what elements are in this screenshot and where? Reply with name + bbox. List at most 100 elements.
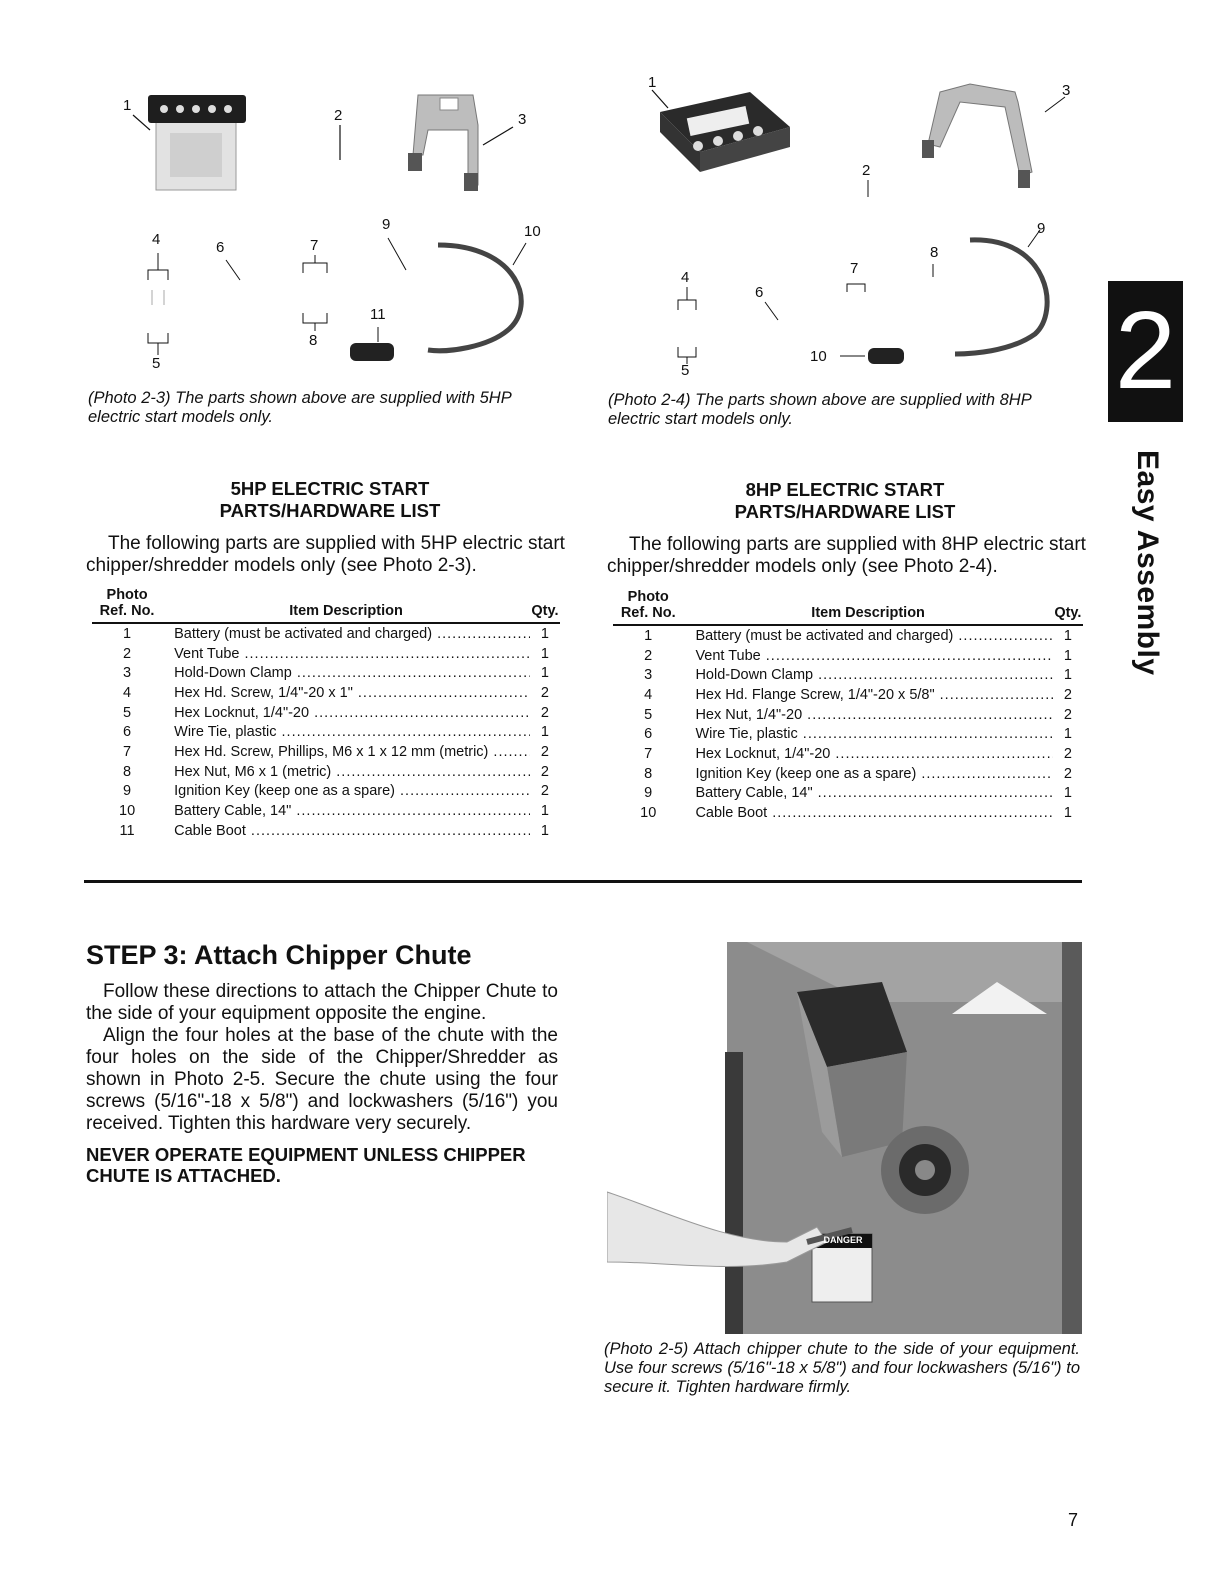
item-qty: 1 — [1063, 627, 1072, 644]
callout-8: 8 — [309, 332, 318, 349]
ref-number: 6 — [644, 726, 653, 743]
item-description: Battery Cable, 14" .....................… — [683, 784, 1052, 804]
callout-6: 6 — [216, 239, 225, 256]
callout-5: 5 — [681, 362, 690, 379]
heading-line-2: PARTS/HARDWARE LIST — [734, 501, 956, 522]
item-description: Hex Hd. Flange Screw, 1/4"-20 x 5/8" ...… — [683, 685, 1052, 705]
callout-3: 3 — [518, 111, 527, 128]
ref-number: 2 — [644, 647, 653, 664]
item-qty: 2 — [540, 743, 549, 760]
callout-2: 2 — [862, 162, 871, 179]
page-number: 7 — [1068, 1510, 1079, 1530]
ref-number: 2 — [123, 645, 132, 662]
callout-4: 4 — [681, 269, 690, 286]
parts-illustration-5hp — [132, 94, 527, 361]
leader-dots: ........................................… — [437, 625, 530, 642]
hold-down-clamp-image — [922, 83, 1033, 188]
col-qty-header: Qty. — [529, 603, 560, 624]
item-qty: 1 — [540, 724, 549, 741]
item-qty: 1 — [1063, 647, 1072, 664]
item-qty: 1 — [1063, 805, 1072, 822]
ref-number: 11 — [119, 822, 135, 839]
item-description-text: Hold-Down Clamp — [695, 667, 814, 684]
ref-number: 3 — [644, 667, 653, 684]
ref-number: 5 — [644, 706, 653, 723]
leader-dots: ........................................… — [239, 645, 530, 662]
item-qty: 2 — [540, 684, 549, 701]
item-description-text: Hex Locknut, 1/4"-20 — [695, 745, 831, 762]
step-3-para-2: Align the four holes at the base of the … — [86, 1025, 558, 1134]
item-description: Cable Boot .............................… — [162, 821, 530, 841]
chapter-tab: 2 — [1108, 281, 1183, 422]
item-description: Hex Locknut, 1/4"-20 ...................… — [162, 703, 530, 723]
leader-dots: ........................................… — [314, 704, 530, 721]
callout-6: 6 — [755, 284, 764, 301]
section-divider — [84, 880, 1082, 883]
item-description: Cable Boot .............................… — [683, 803, 1052, 823]
item-description: Hex Nut, 1/4"-20 .......................… — [683, 705, 1052, 725]
item-description-text: Battery (must be activated and charged) — [695, 627, 954, 644]
chapter-number: 2 — [1114, 289, 1177, 412]
parts-illustration-8hp — [651, 83, 1066, 364]
ref-number: 4 — [644, 686, 653, 703]
callout-1: 1 — [648, 74, 657, 91]
ref-number: 1 — [644, 627, 653, 644]
col-qty-header: Qty. — [1052, 605, 1083, 626]
item-description: Hex Hd. Screw, Phillips, M6 x 1 x 12 mm … — [162, 742, 530, 762]
item-description: Hex Hd. Screw, 1/4"-20 x 1" ............… — [162, 683, 530, 703]
ref-number: 8 — [644, 765, 653, 782]
ref-number: 10 — [640, 805, 657, 822]
ref-number: 8 — [123, 763, 132, 780]
item-qty: 2 — [540, 763, 549, 780]
item-qty: 2 — [1063, 706, 1072, 723]
item-description: Vent Tube ..............................… — [162, 644, 530, 664]
item-description-text: Hex Nut, 1/4"-20 — [695, 706, 803, 723]
callout-3: 3 — [1062, 82, 1071, 99]
leader-dots: ........................................… — [357, 684, 530, 701]
heading-line-1: 8HP ELECTRIC START — [745, 479, 945, 500]
heading-line-2: PARTS/HARDWARE LIST — [219, 500, 441, 521]
step-3-warning: NEVER OPERATE EQUIPMENT UNLESS CHIPPER C… — [86, 1144, 526, 1186]
leader-dots: ........................................… — [281, 724, 530, 741]
step-3-para-1: Follow these directions to attach the Ch… — [86, 981, 558, 1024]
item-description: Ignition Key (keep one as a spare) .....… — [162, 782, 530, 802]
ref-number: 10 — [119, 803, 136, 820]
item-qty: 1 — [540, 822, 549, 839]
item-qty: 2 — [1063, 686, 1072, 703]
callout-10: 10 — [810, 348, 827, 365]
leader-dots: ........................................… — [921, 765, 1053, 782]
step-3-title: STEP 3: Attach Chipper Chute — [86, 940, 472, 970]
ref-number: 7 — [644, 745, 653, 762]
list-5hp-intro: The following parts are supplied with 5H… — [86, 533, 565, 576]
leader-dots: ........................................… — [802, 726, 1053, 743]
callout-1: 1 — [123, 97, 132, 114]
photo-2-4-parts: 1 2 3 4 5 6 7 8 9 10 — [640, 72, 1080, 382]
ref-number: 3 — [123, 665, 132, 682]
item-description: Battery (must be activated and charged) … — [683, 625, 1052, 646]
leader-dots: ........................................… — [817, 785, 1053, 802]
leader-dots: ........................................… — [245, 822, 530, 839]
leader-dots: ........................................… — [835, 745, 1052, 762]
item-description-text: Cable Boot — [174, 822, 246, 839]
table-row: 1 Battery (must be activated and charged)… — [613, 625, 1083, 646]
item-description-text: Cable Boot — [695, 805, 768, 822]
ref-number: 6 — [123, 724, 132, 741]
photo-2-5-chute: DANGER — [606, 942, 1082, 1334]
item-qty: 2 — [1063, 765, 1072, 782]
item-description: Battery Cable, 14" .....................… — [162, 801, 530, 821]
table-row: 2 Vent Tube .............................… — [92, 644, 560, 664]
leader-dots: ........................................… — [807, 706, 1053, 723]
leader-dots: ........................................… — [958, 627, 1052, 644]
ref-number: 7 — [123, 743, 132, 760]
item-qty: 1 — [540, 645, 549, 662]
